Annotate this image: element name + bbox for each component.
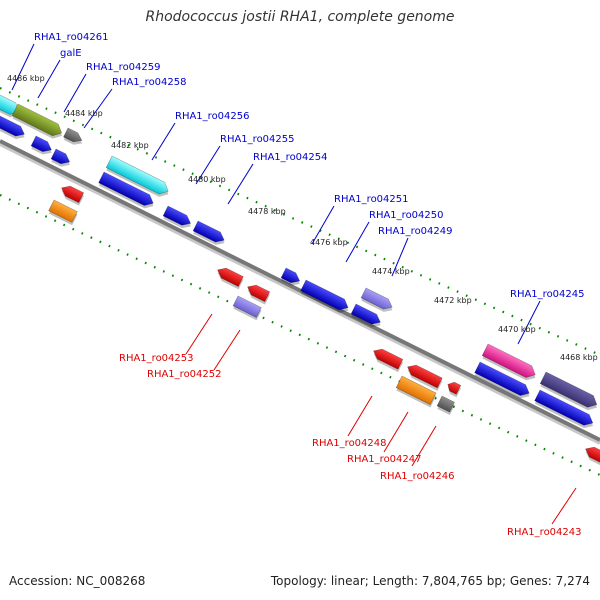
label-galE-leader: [37, 59, 61, 99]
gene-ro04253-arrow[interactable]: [214, 265, 245, 290]
label-ro04261-leader: [11, 43, 35, 91]
genome-title: Rhodococcus jostii RHA1, complete genome: [145, 9, 455, 25]
gene-ro04254-arrow[interactable]: [0, 115, 28, 142]
label-ro04243-leader: [551, 487, 577, 525]
gene-ro04255-arrow[interactable]: [98, 171, 158, 212]
ruler-label: 4482 kbp: [111, 141, 149, 150]
label-ro04247[interactable]: RHA1_ro04247: [347, 454, 422, 465]
label-ro04245-leader: [517, 300, 541, 345]
ruler-label: 4474 kbp: [372, 267, 410, 276]
gene-reverse-red-7[interactable]: [444, 380, 462, 398]
gene-reverse-red-3[interactable]: [244, 282, 271, 305]
gene-ro04248-arrow[interactable]: [370, 346, 404, 373]
label-ro04256[interactable]: RHA1_ro04256: [175, 111, 250, 122]
label-ro04249-leader: [391, 237, 409, 277]
label-ro04253-leader: [185, 313, 213, 355]
ruler-label: 4476 kbp: [310, 238, 348, 247]
label-ro04248[interactable]: RHA1_ro04248: [312, 438, 387, 449]
ruler-label: 4472 kbp: [434, 296, 472, 305]
ruler-label: 4468 kbp: [560, 353, 598, 362]
gene-ro04247-arrow[interactable]: [404, 362, 444, 391]
label-ro04261[interactable]: RHA1_ro04261: [34, 32, 109, 43]
label-ro04246[interactable]: RHA1_ro04246: [380, 471, 455, 482]
tick-row-upper: [0, 86, 600, 357]
label-ro04259[interactable]: RHA1_ro04259: [86, 62, 161, 73]
gene-forward-blue-5[interactable]: [162, 205, 194, 231]
gene-ro04245-arrow[interactable]: [481, 343, 539, 384]
label-galE[interactable]: galE: [60, 48, 82, 59]
backbone-shadow: [0, 142, 600, 445]
gene-forward-slate[interactable]: [539, 371, 600, 413]
gene-galE-arrow[interactable]: [11, 103, 66, 142]
label-ro04256-leader: [151, 122, 176, 161]
label-ro04251[interactable]: RHA1_ro04251: [334, 194, 409, 205]
label-ro04248-leader: [347, 395, 373, 437]
gene-ro04252-arrow[interactable]: [232, 295, 263, 321]
genome-summary: Topology: linear; Length: 7,804,765 bp; …: [270, 574, 590, 588]
ruler-label: 4478 kbp: [248, 207, 286, 216]
gene-ro04249-arrow[interactable]: [360, 287, 396, 315]
tick-row-lower: [0, 194, 600, 476]
gene-reverse-red-1[interactable]: [58, 183, 85, 206]
gene-ro04246-arrow[interactable]: [395, 375, 437, 408]
gene-forward-blue-6[interactable]: [192, 220, 228, 248]
label-ro04251-leader: [311, 205, 335, 245]
gene-forward-blue-2[interactable]: [30, 135, 55, 158]
backbone: [0, 139, 600, 442]
label-ro04255-leader: [195, 145, 221, 185]
gene-ro04256-arrow[interactable]: [105, 155, 172, 200]
gene-reverse-orange-1[interactable]: [48, 199, 79, 226]
label-ro04254[interactable]: RHA1_ro04254: [253, 152, 328, 163]
ruler-label: 4484 kbp: [65, 109, 103, 118]
gene-ro04251-arrow[interactable]: [280, 267, 303, 289]
gene-forward-blue-14[interactable]: [534, 389, 597, 431]
label-ro04254-leader: [227, 163, 254, 205]
label-ro04258-leader: [83, 88, 113, 129]
label-ro04245[interactable]: RHA1_ro04245: [510, 289, 585, 300]
gene-ro04250-arrow[interactable]: [300, 279, 353, 316]
accession-text: Accession: NC_008268: [9, 574, 146, 588]
label-ro04252-leader: [213, 329, 241, 371]
label-ro04255[interactable]: RHA1_ro04255: [220, 134, 295, 145]
label-ro04258[interactable]: RHA1_ro04258: [112, 77, 187, 88]
gene-forward-blue-9[interactable]: [350, 303, 384, 330]
gene-reverse-gray[interactable]: [436, 395, 456, 415]
label-ro04252[interactable]: RHA1_ro04252: [147, 369, 222, 380]
label-ro04253[interactable]: RHA1_ro04253: [119, 353, 194, 364]
ruler-label: 4470 kbp: [498, 325, 536, 334]
label-ro04247-leader: [383, 411, 409, 453]
label-ro04249[interactable]: RHA1_ro04249: [378, 226, 453, 237]
label-ro04243[interactable]: RHA1_ro04243: [507, 527, 582, 538]
gene-forward-blue-3[interactable]: [50, 148, 73, 170]
gene-ro04259-arrow[interactable]: [62, 127, 85, 148]
gene-ro04243-arrow[interactable]: [582, 444, 600, 466]
gene-forward-blue-12[interactable]: [474, 361, 534, 402]
ruler-label: 4486 kbp: [7, 74, 45, 83]
label-ro04250-leader: [345, 221, 370, 263]
label-ro04250[interactable]: RHA1_ro04250: [369, 210, 444, 221]
ruler-label: 4480 kbp: [188, 175, 226, 184]
label-ro04259-leader: [63, 73, 87, 113]
label-ro04246-leader: [411, 425, 437, 467]
